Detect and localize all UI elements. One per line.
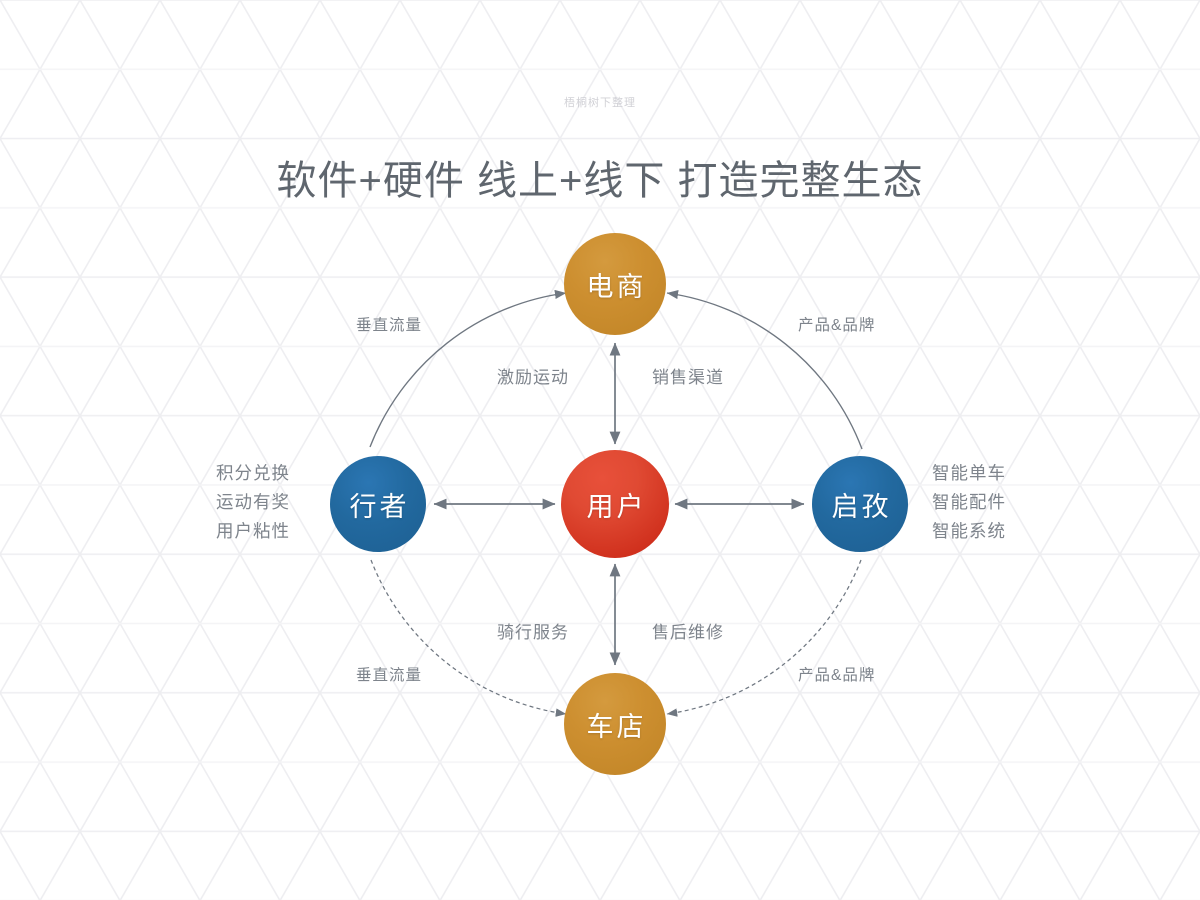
arc-right-to-bottom xyxy=(666,559,862,717)
edge-label-arc-bottom-left: 垂直流量 xyxy=(356,667,423,684)
annotation-left-line-2: 运动有奖 xyxy=(216,492,290,512)
edge-label-motivate-exercise: 激励运动 xyxy=(497,368,569,387)
annotation-left-line-1: 积分兑换 xyxy=(216,463,290,483)
node-ecommerce[interactable]: 电商 xyxy=(564,233,666,335)
edge-label-after-sales-repair: 售后维修 xyxy=(652,623,724,642)
node-ecommerce-label: 电商 xyxy=(586,271,647,302)
node-xingzhe[interactable]: 行者 xyxy=(330,456,426,552)
node-xingzhe-label: 行者 xyxy=(349,491,410,522)
annotation-right-line-1: 智能单车 xyxy=(932,463,1006,483)
edge-label-sales-channel: 销售渠道 xyxy=(652,368,724,387)
page-title: 软件+硬件 线上+线下 打造完整生态 xyxy=(276,159,924,203)
node-user-label: 用户 xyxy=(586,491,647,522)
watermark-text: 梧桐树下整理 xyxy=(564,97,636,109)
node-bikeshop-label: 车店 xyxy=(586,711,647,742)
node-qizi[interactable]: 启孜 xyxy=(812,456,908,552)
arc-right-to-top xyxy=(666,290,863,450)
annotation-left-line-3: 用户粘性 xyxy=(216,521,290,541)
annotation-right-line-3: 智能系统 xyxy=(932,521,1006,541)
edge-label-arc-top-left: 垂直流量 xyxy=(356,317,423,334)
annotation-right: 智能单车 智能配件 智能系统 xyxy=(932,459,1006,546)
edge-label-riding-service: 骑行服务 xyxy=(497,623,569,642)
node-user[interactable]: 用户 xyxy=(561,450,669,558)
edge-label-arc-bottom-right: 产品&品牌 xyxy=(798,667,876,684)
annotation-right-line-2: 智能配件 xyxy=(932,492,1006,512)
annotation-left: 积分兑换 运动有奖 用户粘性 xyxy=(216,459,290,546)
node-qizi-label: 启孜 xyxy=(831,491,892,522)
arc-left-to-top xyxy=(369,289,567,448)
arc-left-to-bottom xyxy=(370,559,567,717)
node-bikeshop[interactable]: 车店 xyxy=(564,673,666,775)
edge-label-arc-top-right: 产品&品牌 xyxy=(798,317,876,334)
